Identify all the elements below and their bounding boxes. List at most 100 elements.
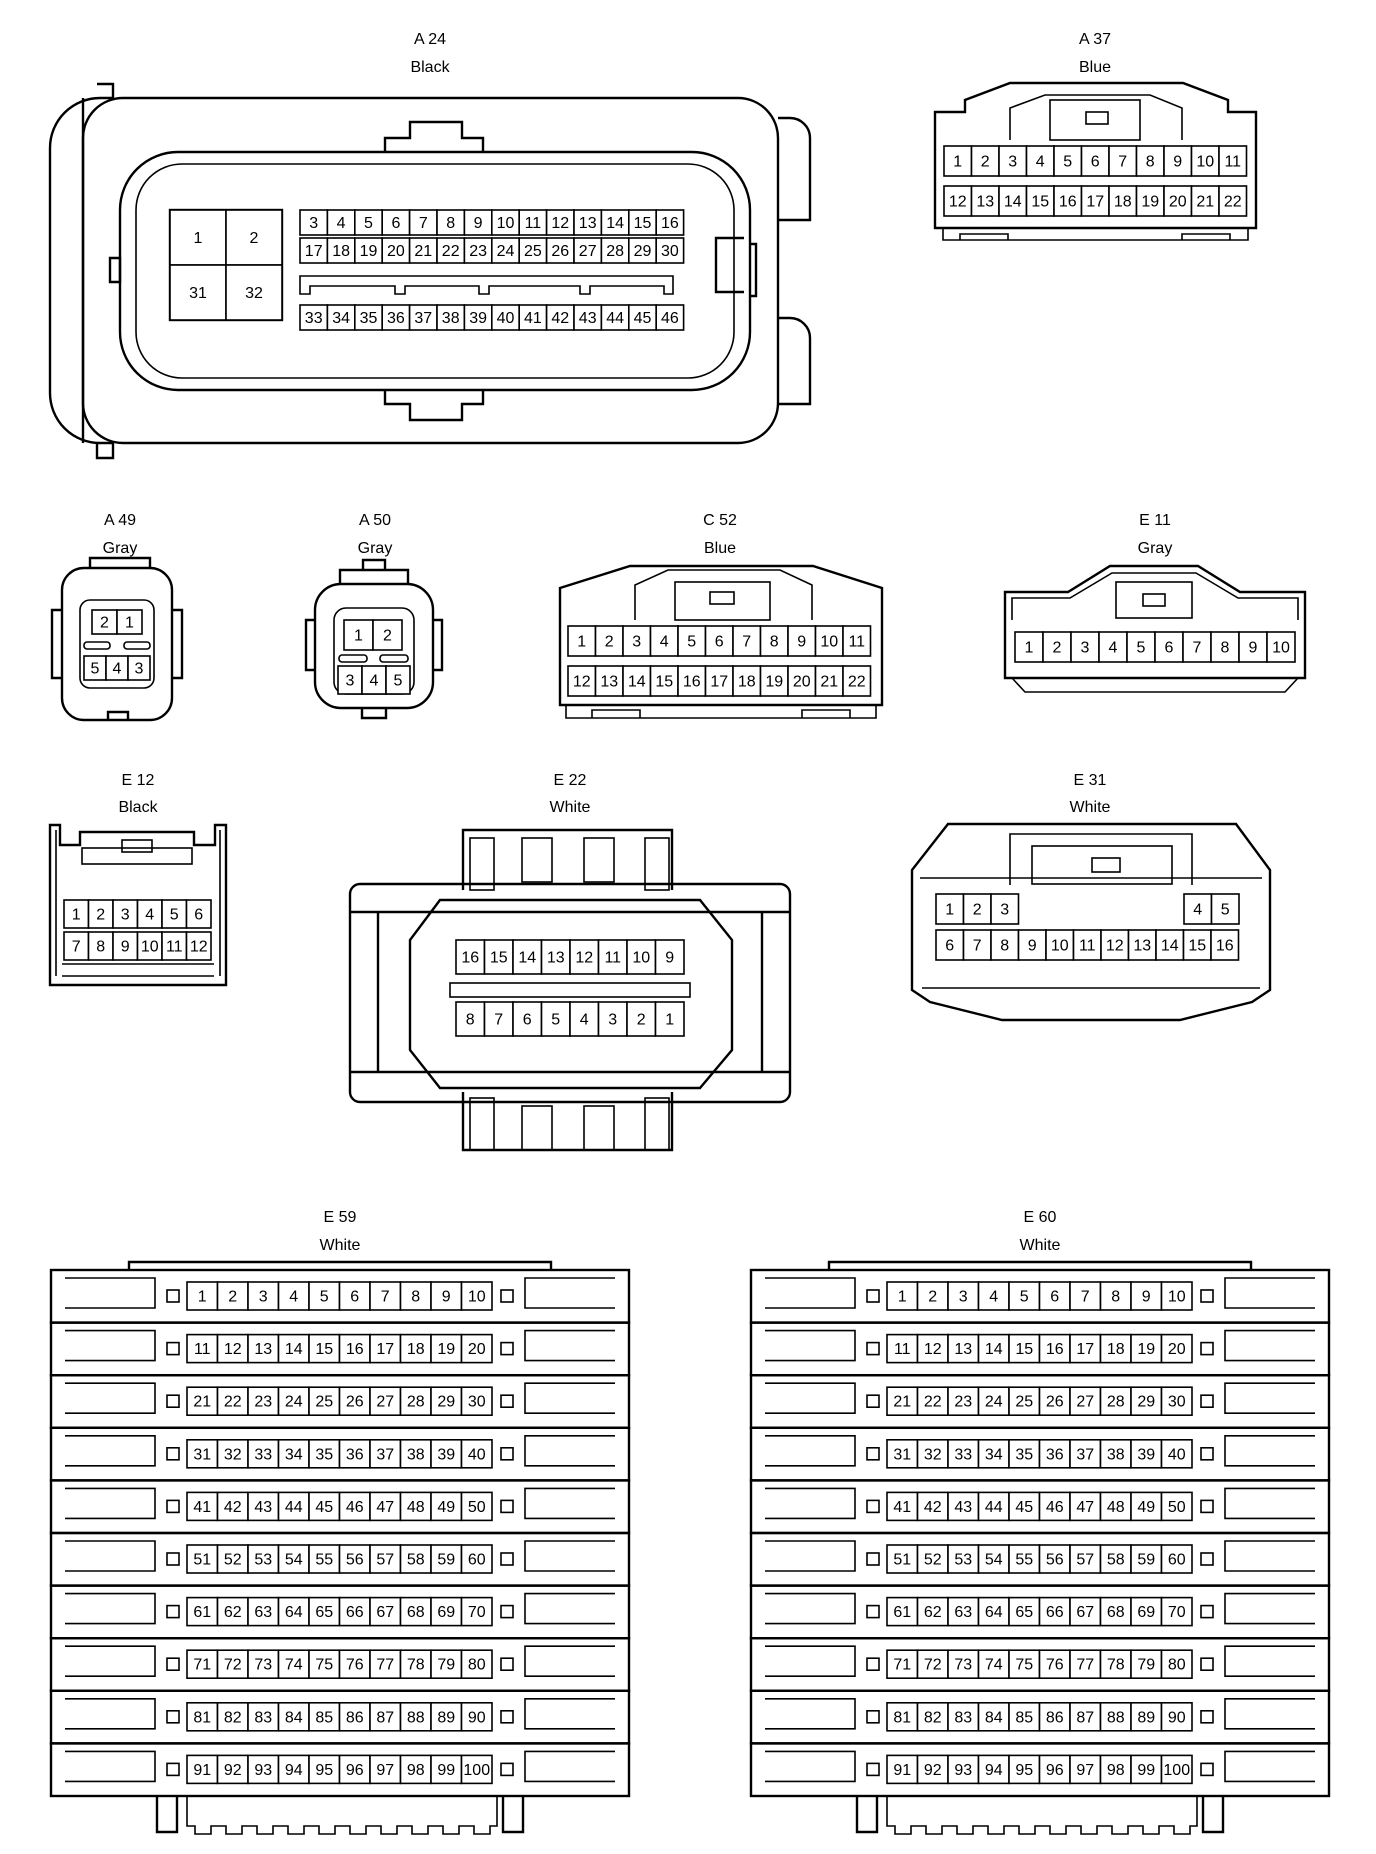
e60-pin-44: 44 — [977, 1491, 1010, 1522]
svg-text:13: 13 — [600, 674, 618, 691]
e59-pin-34: 34 — [277, 1439, 310, 1469]
svg-text:9: 9 — [1028, 938, 1037, 955]
svg-text:12: 12 — [190, 939, 208, 956]
e60-pin-59: 59 — [1130, 1544, 1163, 1574]
a24-pin-26: 26 — [545, 237, 575, 264]
a24-pin-13: 13 — [573, 209, 603, 236]
svg-text:73: 73 — [254, 1657, 272, 1674]
svg-text:65: 65 — [315, 1604, 333, 1621]
svg-text:11: 11 — [1224, 154, 1241, 171]
a24-pin-14: 14 — [600, 209, 630, 236]
svg-text:3: 3 — [632, 634, 641, 651]
svg-text:10: 10 — [468, 1289, 486, 1306]
a24-pin-35: 35 — [353, 304, 383, 331]
svg-text:100: 100 — [463, 1762, 490, 1779]
e60-pin-15: 15 — [1008, 1333, 1041, 1364]
svg-text:7: 7 — [742, 634, 751, 651]
svg-text:25: 25 — [524, 243, 542, 260]
e59-pin-28: 28 — [399, 1386, 432, 1416]
a24-pin-19: 19 — [353, 237, 383, 264]
connector-e60-name: E 60 — [1024, 1209, 1057, 1226]
svg-text:55: 55 — [315, 1552, 333, 1569]
svg-text:46: 46 — [1046, 1499, 1064, 1516]
e60-pin-33: 33 — [947, 1439, 980, 1469]
e60-pin-48: 48 — [1099, 1491, 1132, 1522]
svg-text:45: 45 — [315, 1499, 333, 1516]
a24-pin-27: 27 — [573, 237, 603, 264]
e59-pin-27: 27 — [369, 1386, 402, 1416]
svg-text:44: 44 — [285, 1499, 303, 1516]
e60-pin-28: 28 — [1099, 1386, 1132, 1416]
connector-e60-color: White — [1020, 1237, 1061, 1254]
svg-text:43: 43 — [954, 1499, 972, 1516]
svg-text:59: 59 — [1137, 1552, 1155, 1569]
e60-pin-37: 37 — [1069, 1439, 1102, 1469]
svg-text:15: 15 — [634, 215, 652, 232]
e60-pin-11: 11 — [886, 1333, 919, 1364]
e59-pin-90: 90 — [460, 1702, 493, 1732]
svg-text:84: 84 — [985, 1709, 1003, 1726]
e59-pin-80: 80 — [460, 1649, 493, 1679]
a24-pin-41: 41 — [518, 304, 548, 331]
svg-text:9: 9 — [797, 634, 806, 651]
e60-pin-68: 68 — [1099, 1596, 1132, 1627]
svg-text:21: 21 — [414, 243, 432, 260]
svg-text:7: 7 — [381, 1289, 390, 1306]
svg-text:22: 22 — [442, 243, 460, 260]
svg-text:6: 6 — [391, 215, 400, 232]
a24-pin-21: 21 — [408, 237, 438, 264]
svg-text:5: 5 — [687, 634, 696, 651]
svg-text:42: 42 — [924, 1499, 942, 1516]
a24-pin-23: 23 — [463, 237, 493, 264]
e59-pin-13: 13 — [247, 1333, 280, 1364]
svg-text:15: 15 — [1188, 938, 1206, 955]
svg-text:44: 44 — [985, 1499, 1003, 1516]
e59-pin-41: 41 — [186, 1491, 219, 1522]
svg-text:80: 80 — [468, 1657, 486, 1674]
connector-e31-name: E 31 — [1074, 772, 1107, 789]
svg-text:2: 2 — [1053, 640, 1062, 657]
svg-text:32: 32 — [224, 1446, 242, 1463]
e59-pin-72: 72 — [216, 1649, 249, 1679]
svg-text:100: 100 — [1163, 1762, 1190, 1779]
a24-pin-7: 7 — [408, 209, 438, 236]
e60-pin-77: 77 — [1069, 1649, 1102, 1679]
e22-pin-12: 12 — [569, 939, 600, 975]
e31-pin-5: 5 — [1210, 893, 1240, 925]
svg-text:11: 11 — [848, 634, 865, 651]
a24-pin-44: 44 — [600, 304, 630, 331]
svg-text:6: 6 — [1050, 1289, 1059, 1306]
e31-pin-8: 8 — [990, 929, 1020, 961]
e60-pin-76: 76 — [1038, 1649, 1071, 1679]
e60-pin-80: 80 — [1160, 1649, 1193, 1679]
c52-pin-13: 13 — [594, 665, 624, 697]
e12-pin-3: 3 — [112, 899, 139, 929]
svg-text:10: 10 — [1168, 1289, 1186, 1306]
svg-text:7: 7 — [1118, 154, 1127, 171]
e60-pin-65: 65 — [1008, 1596, 1041, 1627]
a37-pin-17: 17 — [1080, 185, 1110, 217]
svg-text:5: 5 — [551, 1012, 560, 1029]
svg-text:34: 34 — [985, 1446, 1003, 1463]
svg-text:23: 23 — [469, 243, 487, 260]
a37-pin-2: 2 — [970, 145, 1000, 177]
e60-pin-63: 63 — [947, 1596, 980, 1627]
svg-text:35: 35 — [1015, 1446, 1033, 1463]
e60-pin-97: 97 — [1069, 1754, 1102, 1785]
svg-text:12: 12 — [924, 1341, 942, 1358]
svg-text:14: 14 — [1161, 938, 1179, 955]
e31-pin-7: 7 — [962, 929, 992, 961]
e22-pin-7: 7 — [483, 1001, 514, 1037]
c52-pin-10: 10 — [814, 625, 844, 657]
svg-text:22: 22 — [924, 1394, 942, 1411]
svg-text:69: 69 — [437, 1604, 455, 1621]
e60-pin-53: 53 — [947, 1544, 980, 1574]
svg-text:44: 44 — [606, 310, 624, 327]
e59-pin-33: 33 — [247, 1439, 280, 1469]
a37-pin-22: 22 — [1218, 185, 1248, 217]
e59-pin-53: 53 — [247, 1544, 280, 1574]
svg-text:59: 59 — [437, 1552, 455, 1569]
